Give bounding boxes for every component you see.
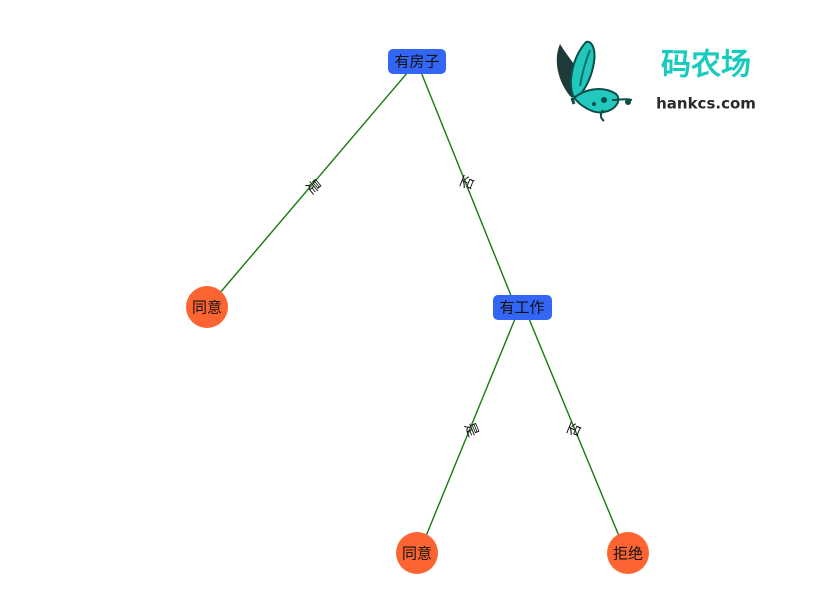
brand-watermark: 码农场 hankcs.com [556, 40, 756, 122]
node-has-house[interactable]: 有房子 [388, 49, 446, 74]
node-circle [607, 532, 649, 574]
node-has-job[interactable]: 有工作 [493, 295, 552, 320]
edge-house-to-job: 否 [420, 71, 517, 309]
edge-label-yes: 是 [302, 176, 323, 197]
node-circle [186, 286, 228, 328]
node-label: 拒绝 [613, 545, 643, 563]
brand-title: 码农场 [661, 48, 751, 83]
node-agree-2[interactable]: 同意 [396, 532, 438, 574]
node-box [493, 295, 552, 320]
edge-line [526, 313, 620, 537]
edge-label-no: 否 [565, 420, 585, 439]
node-label: 有房子 [394, 53, 439, 71]
node-label: 同意 [402, 545, 432, 563]
edge-layer: 是 否 是 否 [218, 71, 620, 537]
edge-line [420, 71, 517, 309]
node-box [388, 49, 446, 74]
node-label: 同意 [192, 299, 222, 317]
node-label: 有工作 [499, 299, 544, 317]
brand-url: hankcs.com [656, 95, 756, 113]
edge-line [218, 71, 409, 295]
edge-job-to-reject: 否 [526, 313, 620, 537]
butterfly-icon [556, 40, 633, 122]
node-circle [396, 532, 438, 574]
edge-house-to-agree: 是 [218, 71, 409, 295]
edge-label-yes: 是 [461, 420, 481, 439]
node-agree-1[interactable]: 同意 [186, 286, 228, 328]
edge-label-no: 否 [458, 174, 478, 193]
edge-line [425, 313, 518, 537]
edge-job-to-agree: 是 [425, 313, 518, 537]
node-reject[interactable]: 拒绝 [607, 532, 649, 574]
